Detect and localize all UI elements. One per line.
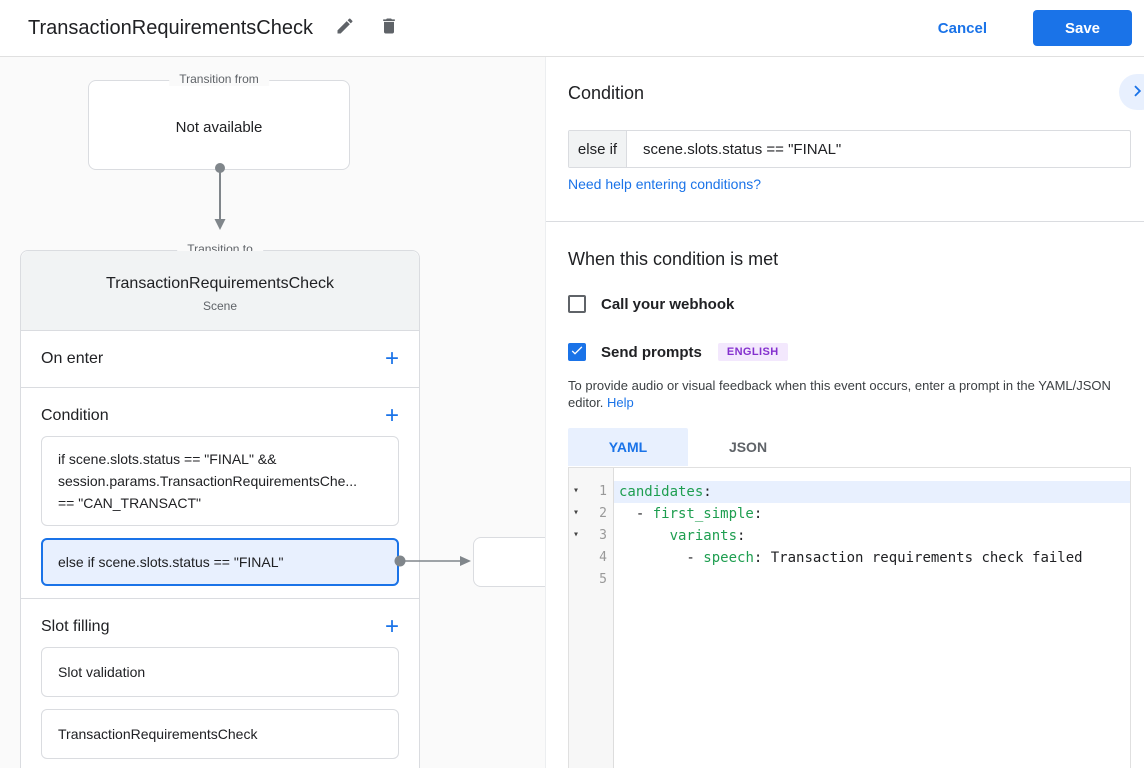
- transition-target-node[interactable]: [473, 537, 545, 587]
- slot-item-1-label: Slot validation: [58, 664, 146, 680]
- add-on-enter-icon[interactable]: +: [384, 345, 399, 372]
- condition-1-line-3: == "CAN_TRANSACT": [58, 495, 201, 511]
- condition-editor-panel: Condition else if Need help entering con…: [545, 57, 1144, 768]
- save-button[interactable]: Save: [1033, 10, 1132, 46]
- scene-flow-diagram: Transition from Not available Transition…: [0, 57, 545, 768]
- on-enter-section[interactable]: On enter +: [21, 331, 419, 388]
- yaml-key: first_simple: [652, 506, 754, 522]
- gutter-row: 4: [569, 547, 613, 569]
- condition-expression-row: else if: [568, 130, 1131, 168]
- gutter-row: 5: [569, 569, 613, 591]
- yaml-key: candidates: [619, 484, 704, 500]
- transition-from-value: Not available: [175, 119, 263, 136]
- yaml-indent: -: [619, 506, 653, 522]
- line-number: 1: [599, 484, 607, 499]
- yaml-punct: :: [737, 528, 746, 544]
- language-badge: ENGLISH: [717, 343, 788, 361]
- yaml-code-editor[interactable]: ▾ 1 ▾ 2 ▾ 3 4 5 candidates: - first_simp…: [568, 467, 1131, 768]
- editor-gutter: ▾ 1 ▾ 2 ▾ 3 4 5: [569, 468, 614, 768]
- scene-card[interactable]: Transition to TransactionRequirementsChe…: [20, 242, 420, 768]
- prompt-description: To provide audio or visual feedback when…: [568, 377, 1120, 411]
- gutter-row: ▾ 2: [569, 503, 613, 525]
- line-number: 3: [599, 528, 607, 543]
- scene-name: TransactionRequirementsCheck: [106, 275, 334, 292]
- trash-icon: [379, 16, 399, 41]
- condition-1-line-2: session.params.TransactionRequirementsCh…: [58, 473, 358, 489]
- panel-title: Condition: [568, 83, 645, 103]
- page-title: TransactionRequirementsCheck: [28, 16, 313, 39]
- slot-filling-section-header: Slot filling +: [21, 599, 419, 647]
- edit-title-button[interactable]: [333, 16, 357, 40]
- gutter-row: ▾ 1: [569, 481, 613, 503]
- checkmark-icon: [569, 342, 585, 363]
- webhook-checkbox[interactable]: [568, 295, 586, 313]
- condition-2-text: else if scene.slots.status == "FINAL": [58, 554, 284, 570]
- tab-json[interactable]: JSON: [728, 439, 768, 455]
- fold-arrow-icon[interactable]: ▾: [573, 529, 580, 540]
- slot-filling-label: Slot filling: [41, 618, 110, 635]
- conditions-help-link[interactable]: Need help entering conditions?: [568, 176, 762, 192]
- yaml-punct: :: [703, 484, 712, 500]
- code-area[interactable]: candidates: - first_simple: variants: - …: [614, 468, 1130, 768]
- send-prompts-checkbox[interactable]: [568, 343, 586, 361]
- yaml-punct: :: [753, 506, 763, 522]
- slot-item-transaction-check[interactable]: TransactionRequirementsCheck: [41, 709, 399, 759]
- on-enter-label: On enter: [41, 350, 104, 367]
- code-line-3: variants:: [614, 525, 1130, 547]
- cancel-button[interactable]: Cancel: [937, 19, 987, 37]
- editor-format-tabs: YAML JSON: [568, 428, 808, 466]
- line-number: 2: [599, 506, 607, 521]
- connector-arrow-down: [214, 163, 226, 230]
- prompt-description-text: To provide audio or visual feedback when…: [568, 378, 1111, 410]
- line-number: 4: [599, 550, 607, 565]
- condition-expression-input[interactable]: [627, 131, 1130, 167]
- condition-prefix-label: else if: [569, 131, 627, 167]
- condition-1-line-1: if scene.slots.status == "FINAL" &&: [58, 451, 277, 467]
- yaml-indent: -: [619, 550, 704, 566]
- condition-section-label: Condition: [41, 407, 109, 424]
- yaml-value: Transaction requirements check failed: [770, 550, 1083, 566]
- section-divider: [21, 598, 419, 599]
- code-line-5: [614, 569, 1130, 591]
- fold-arrow-icon[interactable]: ▾: [573, 485, 580, 496]
- prompts-option-row: Send prompts ENGLISH: [568, 343, 788, 361]
- webhook-option-row: Call your webhook: [568, 295, 734, 313]
- pencil-icon: [335, 16, 355, 41]
- header-bar: TransactionRequirementsCheck Cancel Save: [0, 0, 1144, 57]
- yaml-indent: [619, 528, 670, 544]
- yaml-key: speech: [703, 550, 754, 566]
- panel-divider: [546, 221, 1144, 222]
- code-line-2: - first_simple:: [614, 503, 1130, 525]
- webhook-label: Call your webhook: [601, 295, 735, 313]
- condition-section-header: Condition +: [21, 388, 419, 436]
- yaml-punct: :: [753, 550, 771, 566]
- gutter-row: ▾ 3: [569, 525, 613, 547]
- slot-item-validation[interactable]: Slot validation: [41, 647, 399, 697]
- code-line-1: candidates:: [614, 481, 1130, 503]
- slot-item-2-label: TransactionRequirementsCheck: [58, 726, 258, 742]
- transition-from-node[interactable]: Transition from Not available: [88, 72, 350, 170]
- scene-type-label: Scene: [202, 299, 238, 313]
- condition-item-1[interactable]: if scene.slots.status == "FINAL" && sess…: [41, 436, 399, 526]
- code-line-4: - speech: Transaction requirements check…: [614, 547, 1130, 569]
- condition-item-2-selected[interactable]: else if scene.slots.status == "FINAL": [41, 538, 399, 586]
- line-number: 5: [599, 572, 607, 587]
- tab-yaml[interactable]: YAML: [568, 428, 688, 466]
- scene-card-header: TransactionRequirementsCheck Scene: [21, 251, 419, 331]
- fold-arrow-icon[interactable]: ▾: [573, 507, 580, 518]
- send-prompts-label: Send prompts: [601, 343, 702, 361]
- chevron-right-icon: [1127, 80, 1144, 105]
- transition-from-legend: Transition from: [169, 72, 269, 86]
- help-link[interactable]: Help: [607, 395, 634, 410]
- collapse-panel-button[interactable]: [1119, 74, 1144, 110]
- add-slot-icon[interactable]: +: [384, 613, 399, 640]
- yaml-key: variants: [669, 528, 738, 544]
- delete-scene-button[interactable]: [377, 16, 401, 40]
- when-condition-heading: When this condition is met: [568, 249, 779, 269]
- add-condition-icon[interactable]: +: [384, 402, 399, 429]
